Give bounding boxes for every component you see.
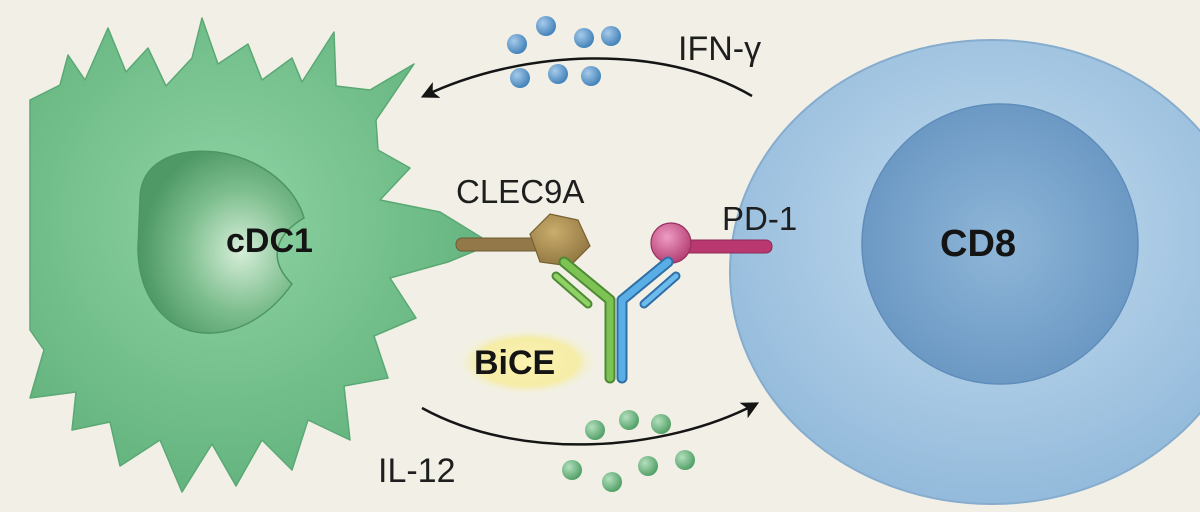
pd1-label: PD-1 (722, 200, 797, 237)
cd8-label: CD8 (940, 223, 1016, 265)
ifn-gamma-arrow (420, 57, 753, 98)
cdc1-label: cDC1 (226, 222, 313, 260)
clec9a-receptor (455, 213, 591, 267)
il12-arrow (421, 402, 760, 446)
cd8-t-cell (729, 39, 1200, 505)
ifn-gamma-label: IFN-γ (678, 30, 761, 68)
bice-label-highlight (455, 328, 599, 396)
ifn-gamma-molecules (507, 16, 621, 88)
pd1-receptor (650, 222, 773, 264)
il12-label: IL-12 (378, 452, 456, 490)
clec9a-label: CLEC9A (456, 173, 584, 210)
il12-molecules (562, 410, 695, 492)
cd8-nucleus (861, 103, 1139, 385)
bice-antibody (551, 256, 681, 384)
bice-label: BiCE (474, 344, 555, 382)
cdc1-dendritic-cell (29, 17, 493, 493)
cdc1-nucleus (137, 150, 305, 334)
